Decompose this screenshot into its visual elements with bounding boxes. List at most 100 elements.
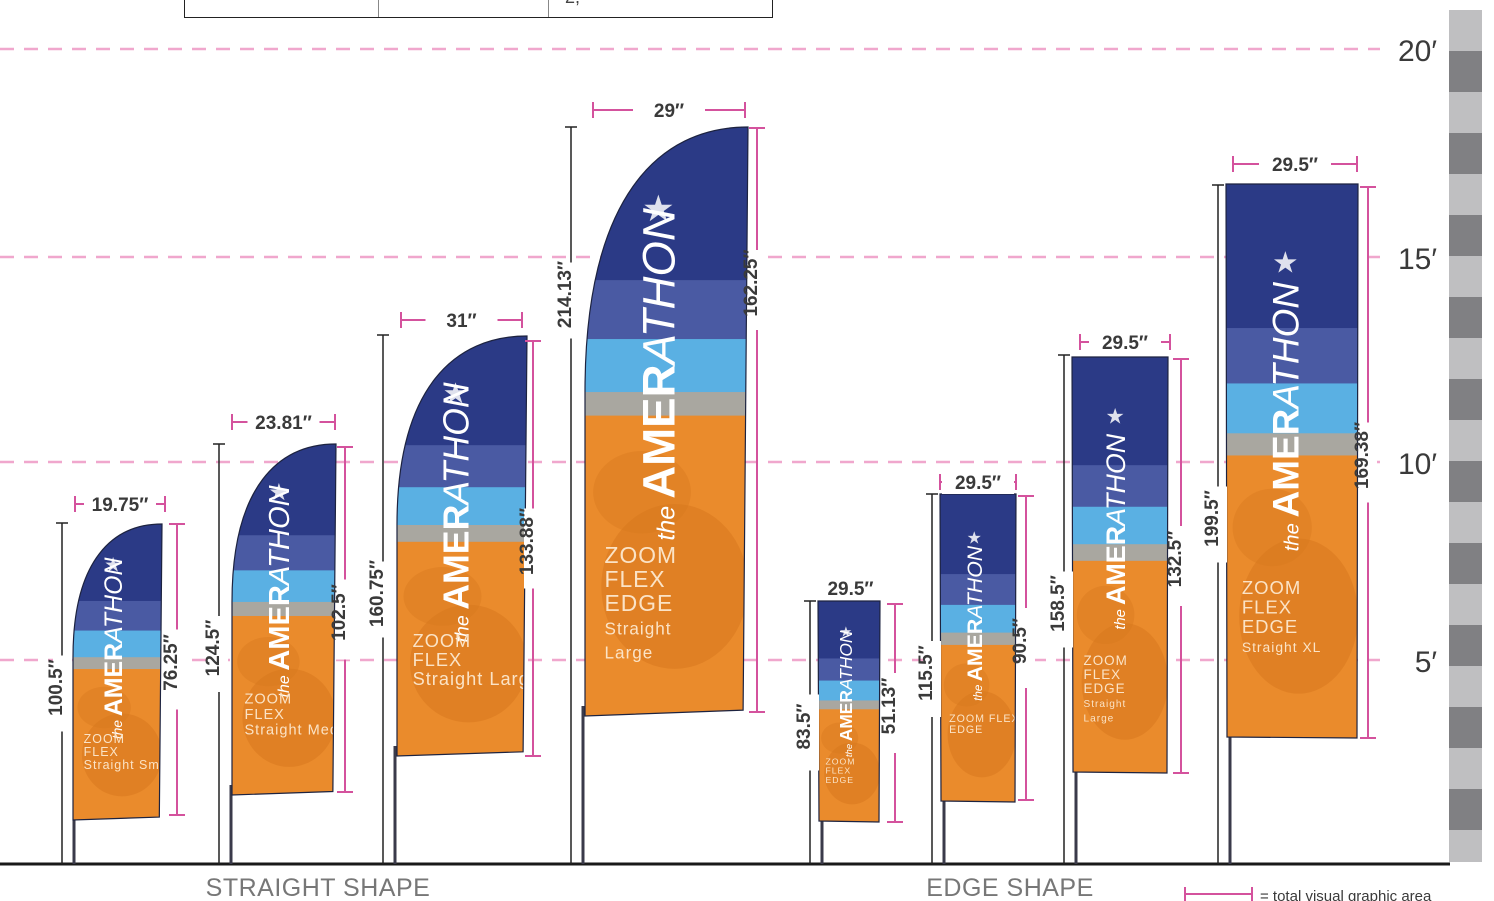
flag-texture xyxy=(947,691,1016,778)
ruler-segment xyxy=(1449,379,1482,420)
label-knockout xyxy=(1209,486,1227,563)
flag-caption: Large xyxy=(1084,713,1115,724)
flag-outline xyxy=(72,523,163,821)
group-label-straight: STRAIGHT SHAPE xyxy=(206,874,431,901)
width-label: 29.5″ xyxy=(1102,333,1148,354)
flag-caption: FLEX xyxy=(244,707,284,723)
label-knockout xyxy=(1259,152,1331,176)
graphic-height-label: 102.5″ xyxy=(329,584,350,641)
flag-band xyxy=(1226,383,1358,435)
flag-band xyxy=(940,604,1016,634)
flag-texture xyxy=(824,742,880,805)
flag-texture xyxy=(1239,538,1358,694)
flag-caption: Straight XL xyxy=(1242,639,1322,655)
flag-caption: EDGE xyxy=(825,775,854,785)
flag-outline xyxy=(396,335,528,757)
flag-texture xyxy=(593,450,691,534)
flag-caption: Straight Large xyxy=(413,669,541,689)
flag-caption: ZOOM xyxy=(244,692,292,708)
brand-bold: AMER xyxy=(836,690,856,742)
group-label-edge: EDGE SHAPE xyxy=(926,874,1094,901)
brand-light: ATHON xyxy=(1266,282,1307,411)
flag-caption: Straight xyxy=(1084,699,1127,710)
runner-logo-icon: ★ xyxy=(104,554,122,576)
flag-caption: ZOOM xyxy=(605,542,677,568)
flag-band xyxy=(397,445,527,489)
brand-small: the xyxy=(972,681,985,701)
flag-caption: EDGE xyxy=(1242,616,1298,637)
width-label: 29″ xyxy=(654,101,684,122)
flag-texture xyxy=(821,722,859,754)
flag-brand-text: the AMERATHON xyxy=(1101,433,1131,629)
flag-band xyxy=(232,601,336,617)
brand-small: the xyxy=(1113,605,1129,630)
flag-edge-3: the AMERATHON★ZOOMFLEXEDGEStraightLarge1… xyxy=(1048,330,1190,864)
scale-label: 10′ xyxy=(1398,448,1437,481)
flag-band xyxy=(940,494,1016,576)
brand-small: the xyxy=(110,716,125,739)
brand-light: ATHON xyxy=(264,484,296,587)
flag-caption: Straight Medium xyxy=(244,722,365,738)
label-knockout xyxy=(923,641,941,717)
label-knockout xyxy=(814,576,887,600)
flag-band xyxy=(1226,328,1358,385)
brand-bold: AMER xyxy=(963,619,987,682)
flag-texture xyxy=(237,637,300,687)
ruler-segment xyxy=(1449,666,1482,707)
runner-logo-icon: ★ xyxy=(967,528,982,547)
flag-caption: Straight xyxy=(605,620,672,639)
label-knockout xyxy=(1055,571,1073,648)
label-knockout xyxy=(942,470,1014,494)
ruler-segment xyxy=(1449,584,1482,625)
brand-bold: AMER xyxy=(437,504,477,609)
label-knockout xyxy=(247,410,320,434)
brand-small: the xyxy=(1282,517,1304,551)
flag-texture xyxy=(242,668,336,767)
label-knockout xyxy=(336,579,354,660)
flag-caption: ZOOM xyxy=(1242,577,1301,598)
graphic-height-label: 133.88″ xyxy=(517,508,538,575)
width-label: 23.81″ xyxy=(255,413,312,434)
width-label: 29.5″ xyxy=(955,473,1001,494)
flag-caption: ZOOM xyxy=(825,757,855,767)
label-knockout xyxy=(1017,608,1035,688)
flag-outline xyxy=(584,126,749,717)
ruler-segment xyxy=(1449,830,1482,862)
flag-band xyxy=(232,570,336,603)
brand-bold: AMER xyxy=(1101,526,1131,605)
runner-logo-icon: ★ xyxy=(840,623,852,639)
ruler-segment xyxy=(1449,625,1482,666)
flag-brand-text: the AMERATHON xyxy=(634,208,685,541)
flag-texture xyxy=(77,686,131,729)
brand-small: the xyxy=(844,741,855,757)
flag-caption: Large xyxy=(605,644,654,663)
table-divider xyxy=(378,0,379,17)
brand-bold: AMER xyxy=(264,585,296,671)
flag-caption: FLEX xyxy=(825,766,851,776)
flag-texture xyxy=(410,604,527,723)
ruler-segment xyxy=(1449,461,1482,502)
flag-caption: Straight Small xyxy=(84,758,176,772)
ruler-segment xyxy=(1449,502,1482,543)
ruler-segment xyxy=(1449,92,1482,133)
flag-caption: ZOOM xyxy=(84,732,125,746)
flag-band xyxy=(73,630,162,659)
flag-caption: FLEX xyxy=(605,566,666,592)
flag-brand-text: the AMERATHON xyxy=(963,545,987,701)
runner-logo-icon: ★ xyxy=(443,378,469,410)
runner-logo-icon: ★ xyxy=(642,188,675,229)
scale-label: 20′ xyxy=(1398,35,1437,68)
graphic-height-label: 132.5″ xyxy=(1165,531,1186,588)
brand-small: the xyxy=(452,610,474,643)
flag-texture xyxy=(943,663,990,707)
label-knockout xyxy=(886,673,904,753)
flag-band xyxy=(1072,465,1168,508)
brand-light: ATHON xyxy=(836,630,856,691)
